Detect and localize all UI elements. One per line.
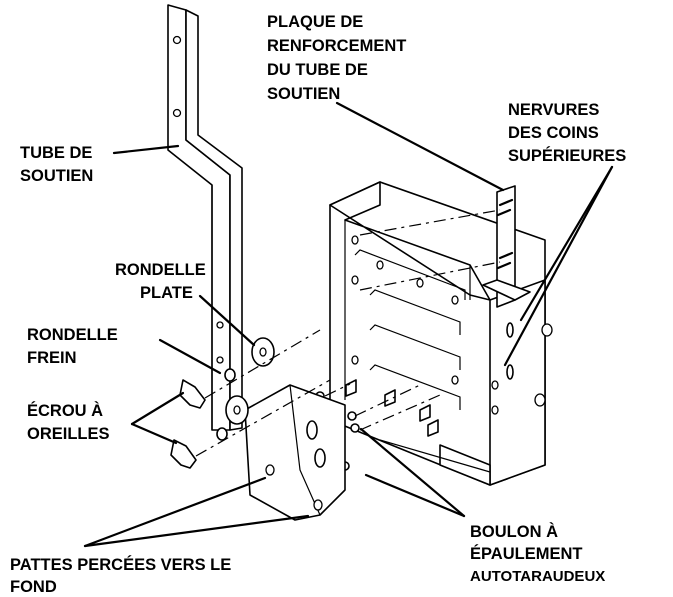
label-plaque-line-3: DU TUBE DE: [267, 61, 368, 79]
label-nervures-line-3: SUPÉRIEURES: [508, 146, 626, 165]
label-rondelle-frein-line-1: RONDELLE: [27, 326, 118, 344]
reinforcement-plate: [482, 185, 531, 308]
label-boulon: BOULON À ÉPAULEMENT AUTOTARAUDEUX: [470, 522, 605, 585]
label-boulon-line-1: BOULON À: [470, 522, 558, 541]
corner-bracket-assembly: [329, 181, 553, 486]
label-ecrou-line-1: ÉCROU À: [27, 401, 103, 420]
support-tube: [167, 4, 243, 431]
label-plaque: PLAQUE DE RENFORCEMENT DU TUBE DE SOUTIE…: [267, 13, 406, 103]
label-nervures-line-2: DES COINS: [508, 124, 599, 142]
label-pattes: PATTES PERCÉES VERS LE FOND: [10, 555, 231, 596]
front-bracket: [244, 384, 346, 521]
label-plaque-line-1: PLAQUE DE: [267, 13, 363, 31]
label-plaque-line-4: SOUTIEN: [267, 85, 340, 103]
label-pattes-line-1: PATTES PERCÉES VERS LE: [10, 555, 231, 574]
label-nervures-line-1: NERVURES: [508, 101, 599, 119]
label-plaque-line-2: RENFORCEMENT: [267, 37, 406, 55]
label-rondelle-frein-line-2: FREIN: [27, 349, 77, 367]
label-rondelle-frein: RONDELLE FREIN: [27, 326, 118, 367]
label-tube-line-1: TUBE DE: [20, 144, 92, 162]
leader-lines: [83, 101, 614, 548]
label-rondelle-plate-line-2: PLATE: [140, 284, 193, 302]
label-rondelle-plate-line-1: RONDELLE: [115, 261, 206, 279]
hardware: [170, 337, 275, 469]
label-ecrou-line-2: OREILLES: [27, 425, 110, 443]
assembly-center-lines: [195, 209, 501, 457]
label-tube: TUBE DE SOUTIEN: [20, 144, 93, 185]
label-boulon-line-3: AUTOTARAUDEUX: [470, 568, 605, 585]
label-boulon-line-2: ÉPAULEMENT: [470, 544, 582, 563]
label-rondelle-plate: RONDELLE PLATE: [115, 261, 206, 302]
label-pattes-line-2: FOND: [10, 578, 57, 592]
label-tube-line-2: SOUTIEN: [20, 167, 93, 185]
label-nervures: NERVURES DES COINS SUPÉRIEURES: [508, 101, 626, 165]
label-ecrou: ÉCROU À OREILLES: [27, 401, 110, 443]
